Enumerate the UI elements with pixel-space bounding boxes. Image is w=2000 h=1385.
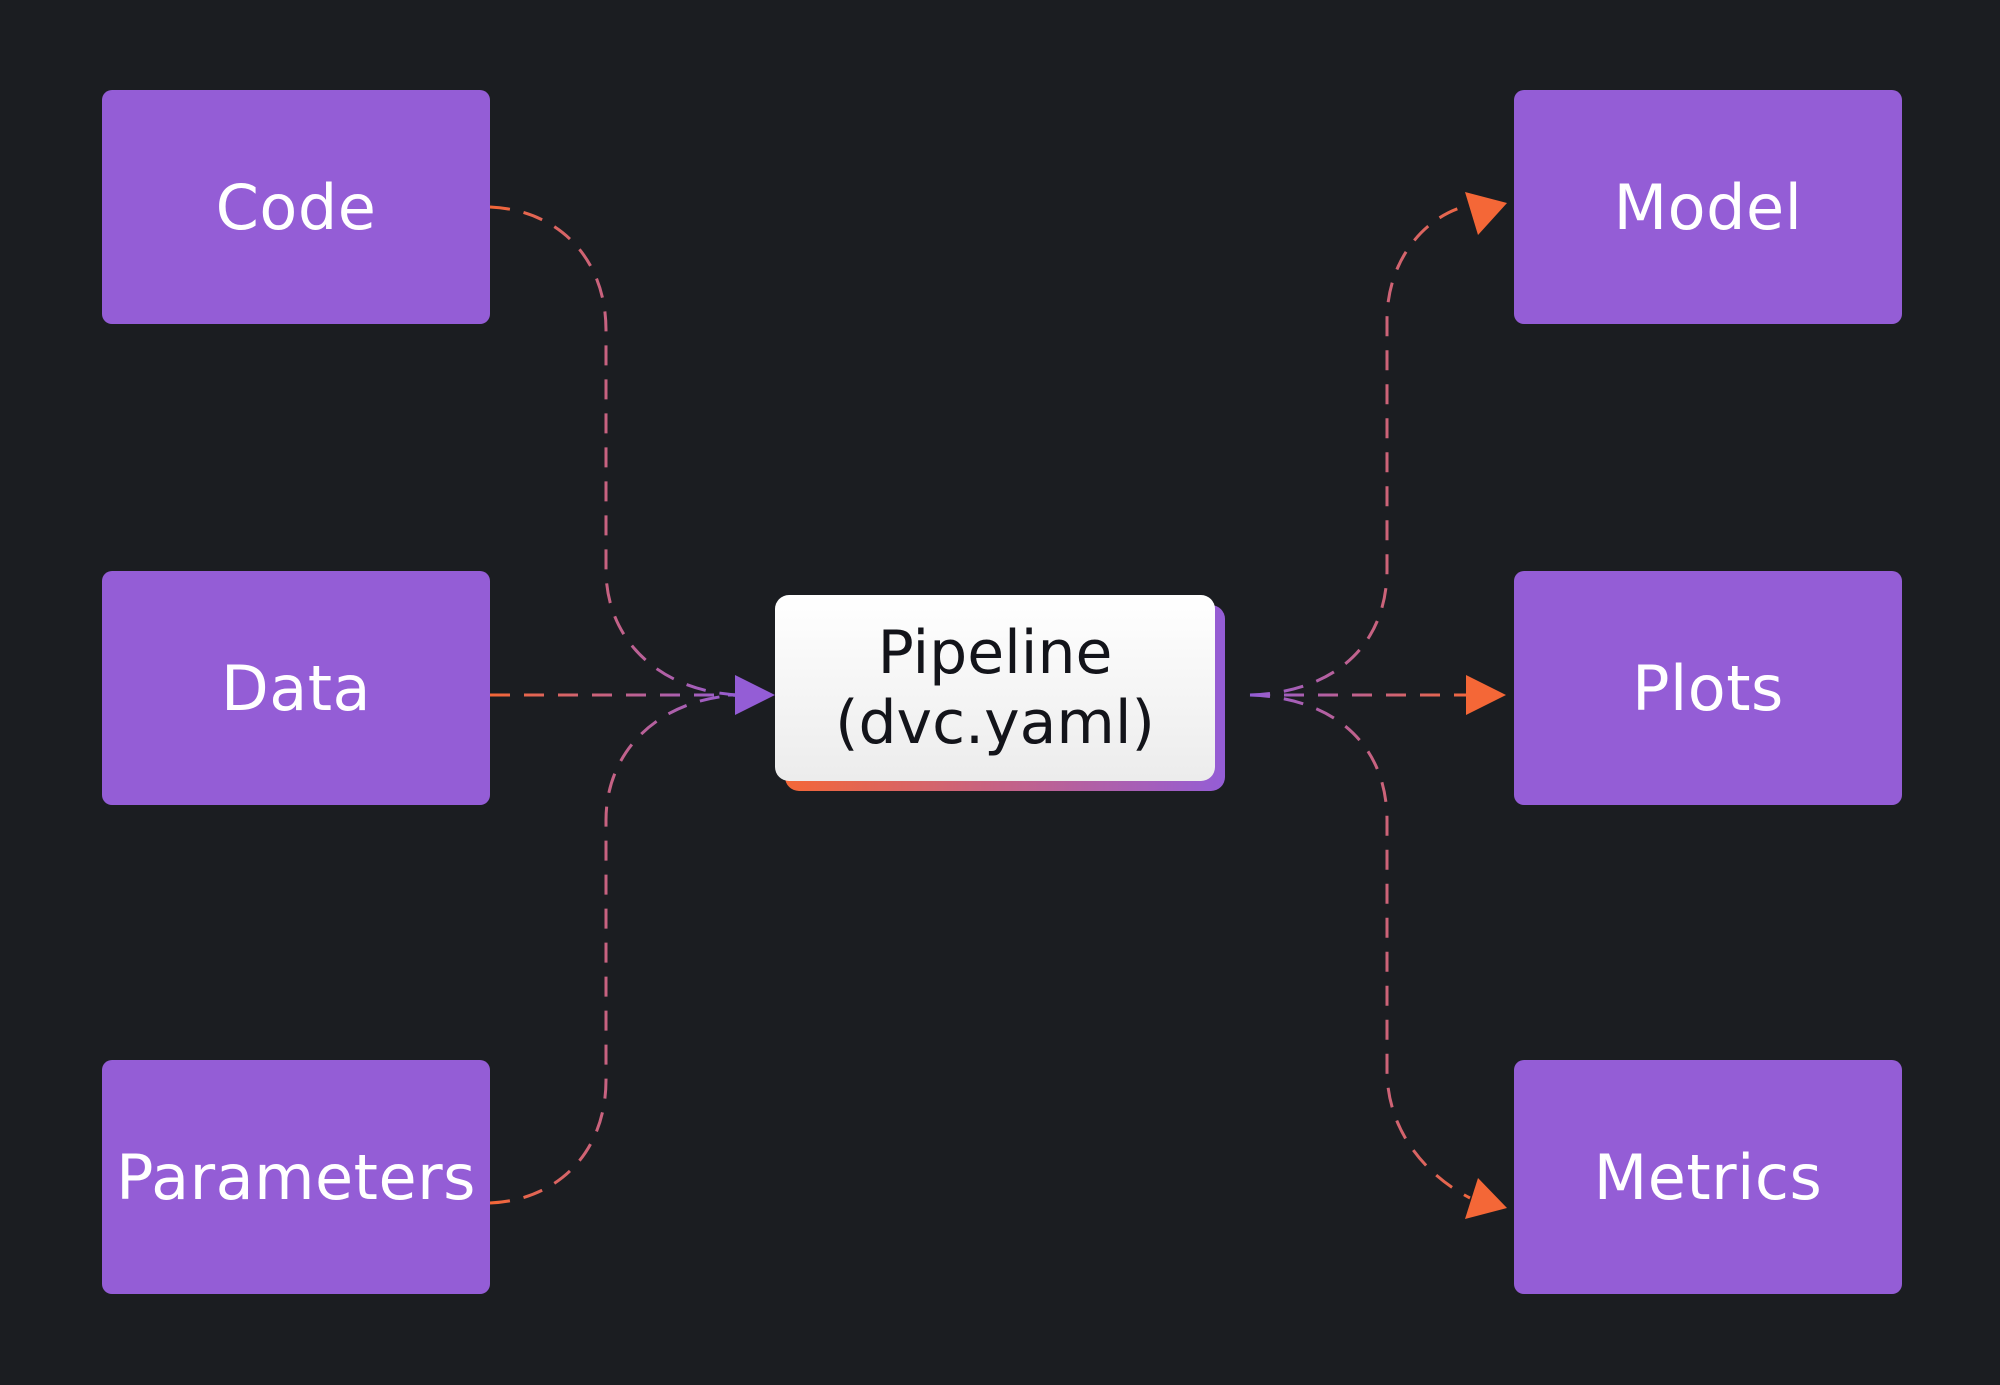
pipeline-filename: (dvc.yaml)	[835, 688, 1155, 758]
edge-code-to-pipeline	[489, 205, 741, 697]
node-data-label: Data	[220, 651, 372, 725]
node-model: Model	[1514, 90, 1902, 324]
node-plots-label: Plots	[1632, 651, 1784, 725]
node-parameters-label: Parameters	[116, 1140, 476, 1214]
edge-pipeline-to-model	[1249, 203, 1471, 697]
node-plots: Plots	[1514, 571, 1902, 805]
node-metrics-label: Metrics	[1593, 1140, 1823, 1214]
edge-pipeline-to-metrics	[1249, 693, 1471, 1200]
node-code: Code	[102, 90, 490, 324]
node-parameters: Parameters	[102, 1060, 490, 1294]
arrowhead-into-model	[1465, 192, 1507, 235]
node-code-label: Code	[215, 170, 377, 244]
pipeline-title: Pipeline	[877, 618, 1113, 688]
edge-params-to-pipeline	[489, 693, 741, 1205]
node-pipeline: Pipeline (dvc.yaml)	[775, 595, 1215, 781]
arrowhead-into-metrics	[1465, 1178, 1507, 1219]
arrowhead-into-plots	[1466, 675, 1506, 715]
node-metrics: Metrics	[1514, 1060, 1902, 1294]
node-data: Data	[102, 571, 490, 805]
arrowhead-into-pipeline	[735, 675, 775, 715]
node-model-label: Model	[1613, 170, 1803, 244]
